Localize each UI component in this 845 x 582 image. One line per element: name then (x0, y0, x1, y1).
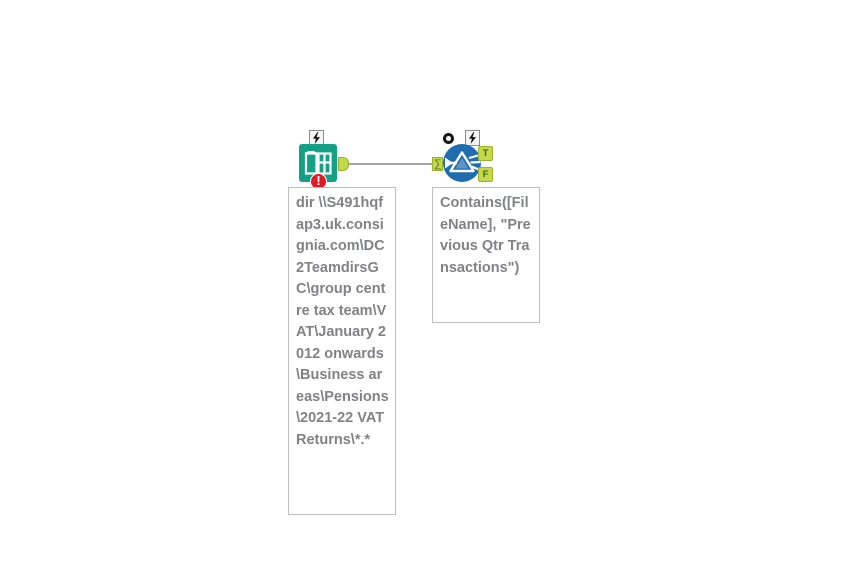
prism-filter-icon (445, 151, 481, 173)
question-badge-icon[interactable] (442, 132, 455, 145)
filter-true-anchor[interactable]: T (478, 146, 493, 161)
directory-output-anchor[interactable] (338, 157, 349, 171)
error-badge[interactable]: ! (310, 173, 327, 190)
lightning-bolt-icon (465, 130, 480, 146)
filter-false-anchor[interactable]: F (478, 167, 493, 182)
question-badge-dot (447, 137, 450, 140)
directory-annotation[interactable]: dir \\S491hqfap3.uk.consignia.com\DC2Tea… (288, 187, 396, 515)
connection-directory-to-filter[interactable] (344, 163, 436, 165)
filter-annotation[interactable]: Contains([FileName], "Previous Qtr Trans… (432, 187, 540, 323)
filter-input-anchor-glyph: ∑ (434, 158, 442, 170)
filter-input-anchor[interactable]: ∑ (432, 157, 443, 171)
book-window-icon (304, 150, 332, 175)
filter-tool[interactable] (443, 144, 481, 182)
